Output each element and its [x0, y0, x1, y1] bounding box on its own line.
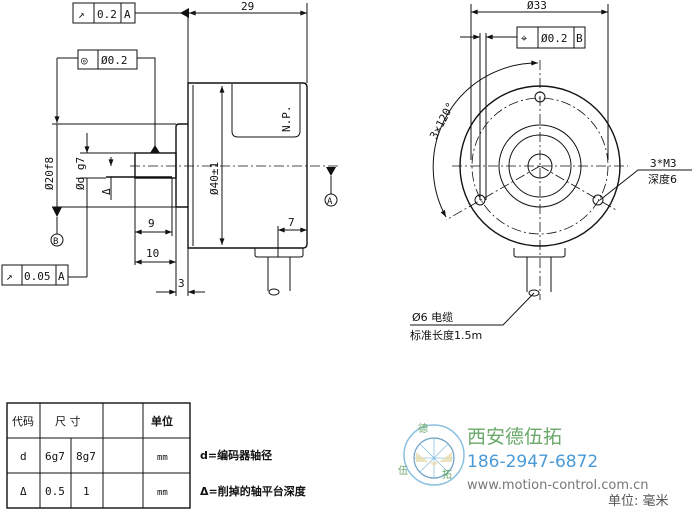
svg-text:Ø6 电缆: Ø6 电缆: [412, 311, 453, 324]
svg-text:3*M3: 3*M3: [650, 157, 677, 170]
encoder-body: [187, 82, 308, 249]
svg-text:d: d: [20, 450, 27, 463]
svg-text:Ød g7: Ød g7: [74, 157, 87, 190]
front-view: Ø33 ⌖ Ø0.2 B 3×120° 3*M3 深度6 Ø6 电缆 标准长度1…: [410, 0, 692, 342]
svg-text:代码: 代码: [12, 415, 34, 428]
svg-text:3: 3: [178, 277, 185, 290]
svg-text:A: A: [124, 8, 131, 21]
nameplate-window: [231, 84, 301, 138]
svg-text:B: B: [576, 32, 583, 45]
svg-text:N.P.: N.P.: [280, 106, 293, 133]
svg-text:9: 9: [148, 217, 155, 230]
svg-text:1: 1: [83, 485, 90, 498]
svg-text:29: 29: [241, 0, 254, 13]
concentricity-frame: ◎ Ø0.2: [77, 49, 138, 70]
unit-note: 单位: 毫米: [608, 493, 669, 509]
svg-text:8g7: 8g7: [76, 450, 96, 463]
shaft: [134, 152, 177, 179]
svg-text:Ø33: Ø33: [527, 0, 547, 12]
svg-text:0.05: 0.05: [24, 270, 51, 283]
svg-text:Ø0.2: Ø0.2: [541, 32, 568, 45]
svg-text:A: A: [327, 197, 333, 207]
svg-text:10: 10: [146, 247, 159, 260]
svg-text:标准长度1.5m: 标准长度1.5m: [410, 328, 482, 342]
svg-text:0.5: 0.5: [45, 485, 65, 498]
svg-text:Ø0.2: Ø0.2: [101, 54, 128, 67]
svg-text:尺 寸: 尺 寸: [55, 414, 81, 428]
svg-text:B: B: [53, 237, 58, 247]
note-d: d=编码器轴径: [200, 448, 272, 462]
position-frame: ⌖ Ø0.2 B: [516, 26, 586, 49]
note-delta: Δ=削掉的轴平台深度: [200, 484, 307, 498]
svg-text:Δ: Δ: [20, 485, 27, 498]
mounting-holes: [474, 91, 604, 206]
company-url: www.motion-control.com.cn: [467, 478, 649, 493]
spec-table: 代码 尺 寸 单位 d 6g7 8g7 mm Δ 0.5 1 mm: [6, 402, 191, 509]
svg-text:伍: 伍: [398, 465, 408, 477]
svg-text:↗: ↗: [78, 8, 85, 21]
company-name: 西安德伍拓: [467, 426, 562, 448]
svg-text:7: 7: [288, 216, 295, 229]
runout-frame-top: ↗ 0.2 A: [72, 2, 136, 24]
side-view: ↗ 0.2 A 29 N.P. Ø40±1 A 7 B Ø20f8 ◎ Ø0.2…: [1, 0, 340, 296]
svg-text:拓: 拓: [442, 469, 452, 481]
svg-text:mm: mm: [157, 453, 168, 463]
svg-text:↗: ↗: [6, 270, 13, 283]
svg-text:6g7: 6g7: [45, 450, 65, 463]
svg-text:Ø20f8: Ø20f8: [43, 157, 56, 190]
flange: [175, 123, 188, 208]
svg-text:3×120°: 3×120°: [427, 100, 457, 141]
svg-text:单位: 单位: [151, 414, 173, 428]
svg-text:深度6: 深度6: [648, 172, 677, 186]
svg-text:◎: ◎: [81, 54, 88, 67]
svg-text:德: 德: [418, 422, 428, 435]
svg-text:0.2: 0.2: [97, 8, 117, 21]
svg-text:Δ: Δ: [100, 188, 113, 195]
company-logo: 德 伍 拓: [398, 422, 465, 486]
svg-text:Ø40±1: Ø40±1: [208, 162, 221, 195]
svg-text:⌖: ⌖: [521, 32, 527, 45]
svg-text:A: A: [58, 270, 65, 283]
runout-frame-bottom: ↗ 0.05 A: [1, 264, 69, 286]
svg-text:mm: mm: [157, 488, 168, 498]
company-phone: 186-2947-6872: [467, 452, 598, 472]
